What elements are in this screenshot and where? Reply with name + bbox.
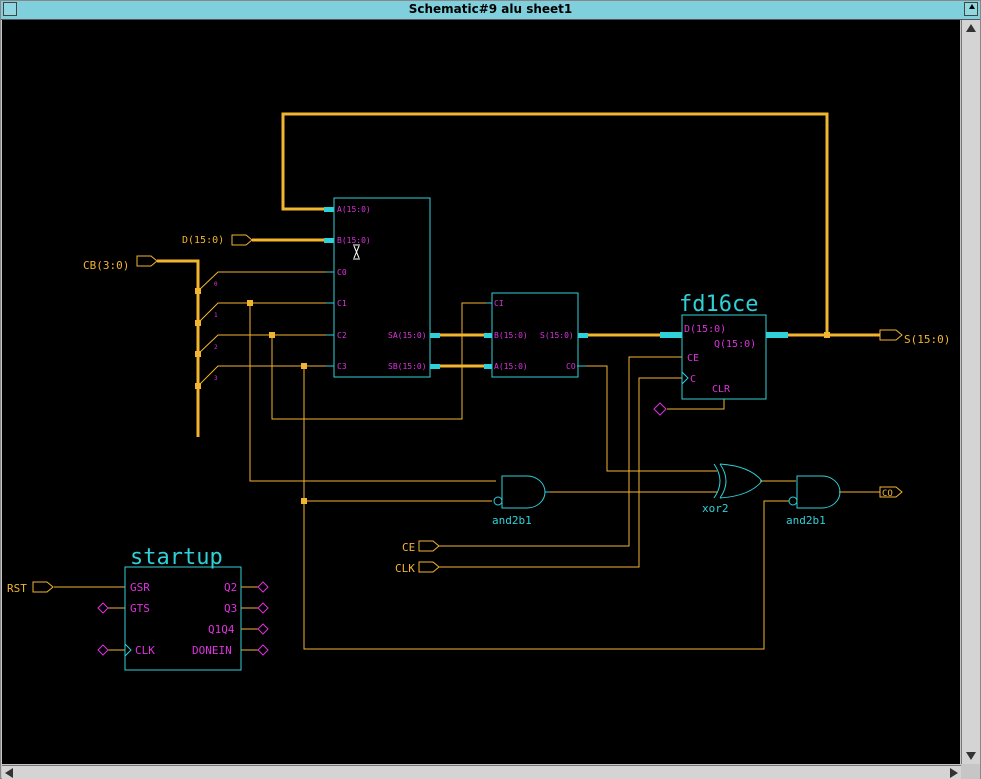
text-cursor-icon xyxy=(353,244,360,260)
bus-tap-2: 2 xyxy=(214,344,218,351)
pin-sb: SB(15:0) xyxy=(388,362,427,371)
xor-gate[interactable] xyxy=(713,463,763,499)
register-pin-ce: CE xyxy=(687,353,699,364)
co-output-port[interactable] xyxy=(879,486,903,498)
rst-input-port[interactable] xyxy=(32,581,54,593)
startup-pin-gts: GTS xyxy=(130,602,150,615)
and-gate-1[interactable] xyxy=(493,475,550,509)
register-fd16ce[interactable]: fd16ce D(15:0) Q(15:0) CE C CLR xyxy=(660,292,788,400)
ce-input-label: CE xyxy=(402,541,415,554)
cb-bus-taps[interactable] xyxy=(197,271,334,387)
startup-pin-q1q4: Q1Q4 xyxy=(208,623,235,636)
rst-input-label: RST xyxy=(7,582,27,595)
startup-block[interactable]: startup GSR GTS CLK Q2 Q3 Q1Q4 DONEIN xyxy=(97,545,269,671)
vertical-scrollbar[interactable] xyxy=(961,20,980,764)
control-wires[interactable] xyxy=(54,302,880,651)
clk-input-port[interactable] xyxy=(418,561,440,573)
bus-tap-3: 3 xyxy=(214,375,218,382)
window-menu-button[interactable] xyxy=(3,2,17,16)
register-name: fd16ce xyxy=(679,292,758,317)
scrollbar-corner xyxy=(961,765,980,779)
schematic-canvas[interactable]: 0 1 2 3 xyxy=(2,20,960,764)
register-pin-clr: CLR xyxy=(712,384,731,395)
clr-port-icon[interactable] xyxy=(653,402,667,416)
pin-c2: C2 xyxy=(337,331,347,340)
ce-input-port[interactable] xyxy=(418,540,440,552)
adder-block[interactable]: CI B(15:0) A(15:0) S(15:0) CO xyxy=(484,292,588,378)
d-input-label: D(15:0) xyxy=(182,235,224,246)
horizontal-scrollbar[interactable] xyxy=(2,765,961,779)
d-input-port[interactable] xyxy=(231,234,253,246)
scroll-down-arrow-icon[interactable] xyxy=(966,752,976,760)
pin-b: B(15:0) xyxy=(337,236,371,245)
s-output-port[interactable] xyxy=(879,329,903,341)
register-pin-c: C xyxy=(690,374,696,385)
co-output-label: CO xyxy=(882,489,893,499)
control-block[interactable]: A(15:0) B(15:0) C0 C1 C2 C3 SA(15:0) SB(… xyxy=(324,197,440,378)
startup-name: startup xyxy=(130,545,223,570)
adder-pin-b: B(15:0) xyxy=(494,331,528,340)
pin-a: A(15:0) xyxy=(337,205,371,214)
register-pin-q: Q(15:0) xyxy=(714,339,756,350)
pin-c1: C1 xyxy=(337,299,347,308)
scroll-right-arrow-icon[interactable] xyxy=(950,768,958,778)
and-gate-2[interactable] xyxy=(788,475,841,509)
scroll-left-arrow-icon[interactable] xyxy=(5,768,13,778)
register-pin-d: D(15:0) xyxy=(684,324,726,335)
and-gate-2-label: and2b1 xyxy=(786,514,826,527)
bus-tap-joints xyxy=(195,288,201,389)
startup-pin-q3: Q3 xyxy=(224,602,237,615)
data-buses[interactable] xyxy=(440,333,880,368)
adder-pin-a: A(15:0) xyxy=(494,362,528,371)
and-gate-1-label: and2b1 xyxy=(492,514,532,527)
title-bar[interactable]: Schematic#9 alu sheet1 xyxy=(1,1,980,20)
adder-pin-ci: CI xyxy=(494,299,504,308)
pin-c3: C3 xyxy=(337,362,347,371)
clk-input-label: CLK xyxy=(395,562,415,575)
pin-c0: C0 xyxy=(337,268,347,277)
s-output-label: S(15:0) xyxy=(904,333,950,346)
adder-pin-s: S(15:0) xyxy=(540,331,574,340)
startup-pin-donein: DONEIN xyxy=(192,644,232,657)
startup-pin-gsr: GSR xyxy=(130,581,150,594)
window-title: Schematic#9 alu sheet1 xyxy=(408,2,573,16)
adder-pin-co: CO xyxy=(566,362,576,371)
xor-gate-label: xor2 xyxy=(702,502,729,515)
cb-input-port[interactable] xyxy=(136,255,158,267)
scroll-up-arrow-icon[interactable] xyxy=(966,24,976,32)
cb-input-label: CB(3:0) xyxy=(83,259,129,272)
cb-bus[interactable] xyxy=(157,259,200,437)
feedback-bus[interactable] xyxy=(281,112,829,335)
bus-tap-0: 0 xyxy=(214,281,218,288)
pin-sa: SA(15:0) xyxy=(388,331,427,340)
startup-pin-clk: CLK xyxy=(135,644,155,657)
maximize-button[interactable] xyxy=(964,2,978,16)
bus-tap-1: 1 xyxy=(214,312,218,319)
startup-pin-q2: Q2 xyxy=(224,581,237,594)
